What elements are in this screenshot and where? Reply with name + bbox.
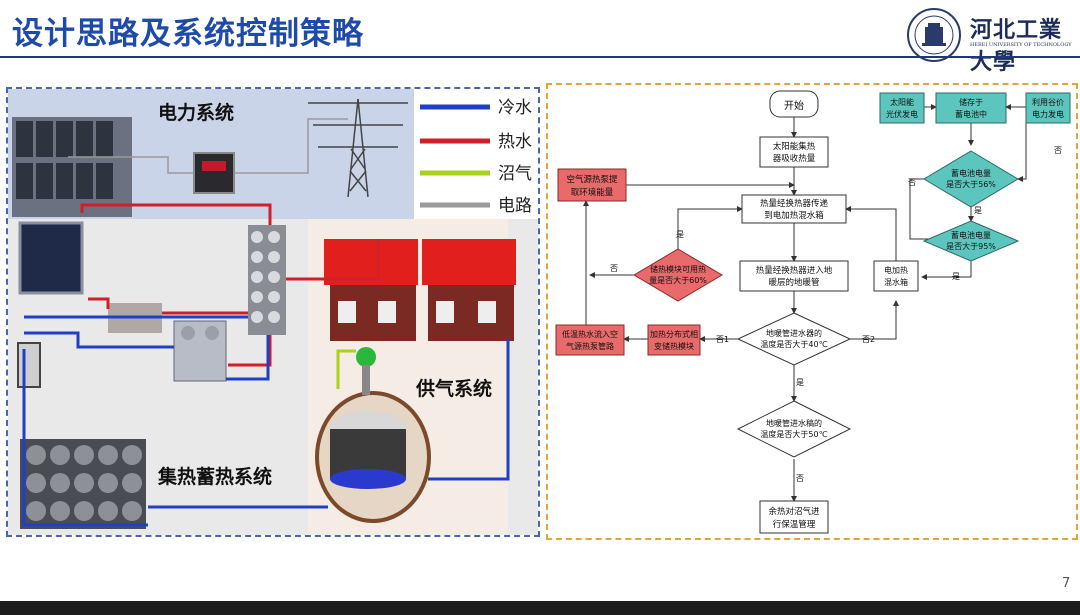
legend-cold-water-label: 冷水 (498, 98, 532, 118)
flow-store-line2: 蓄电池中 (955, 109, 987, 119)
flow-air-extract-line2: 取环境能量 (571, 187, 614, 198)
flow-floor-temp-line2: 温度是否大于40℃ (760, 339, 827, 349)
flow-air-extract-line1: 空气源热泵提 (566, 174, 618, 185)
flow-floor-temp50-line2: 温度是否大于50℃ (760, 429, 827, 439)
bottom-bar (0, 601, 1080, 615)
flow-store-line1: 储存于 (959, 97, 983, 107)
flow-pv-line2: 光伏发电 (886, 109, 918, 119)
biogas-digester-icon (315, 347, 431, 523)
flow-to-floor-line1: 热量经换热器进入地 (756, 265, 833, 276)
flow-valley-line2: 电力发电 (1032, 109, 1064, 119)
university-logo (906, 7, 962, 67)
legend-hot-water-label: 热水 (498, 132, 532, 152)
legend-biogas-label: 沼气 (498, 164, 532, 184)
flow-module-check-line1: 储热模块可用热 (650, 264, 706, 274)
flow-transfer-line2: 到电加热混水箱 (764, 210, 824, 221)
heat-storage-block-icon (20, 439, 146, 529)
title-divider (0, 56, 1080, 58)
heat-exchanger-icon (18, 221, 84, 295)
page-title: 设计思路及系统控制策略 (12, 16, 364, 52)
edge-label-yes-module: 是 (676, 230, 684, 239)
flow-pv-line1: 太阳能 (890, 97, 914, 107)
edge-label-no1: 否1 (716, 335, 729, 344)
flow-battery56-line2: 是否大于56% (946, 179, 996, 189)
edge-label-no-valley: 否 (1054, 146, 1062, 155)
flow-air-pipe-line1: 低温热水流入空 (562, 329, 618, 339)
heat-storage-label: 集热蓄热系统 (157, 465, 272, 488)
university-name: 河北工業大學 (970, 17, 1063, 75)
flow-transfer-line1: 热量经换热器传递 (760, 198, 829, 209)
flow-heat-module-line2: 变储热模块 (654, 341, 694, 351)
edge-label-no-floor50: 否 (796, 474, 804, 483)
solar-panel-array-icon (12, 117, 132, 217)
flow-heat-module-line1: 加热分布式相 (650, 329, 698, 339)
flow-module-check-line2: 量是否大于60% (649, 275, 707, 285)
flow-air-pipe-line2: 气源热泵管路 (566, 341, 614, 351)
control-device-icon (17, 342, 41, 388)
flow-waste-heat-line2: 行保温管理 (773, 519, 816, 530)
edge-label-yes-battery56: 是 (974, 206, 982, 215)
edge-label-no-battery56: 否 (908, 178, 916, 187)
flow-elec-tank-line2: 混水箱 (884, 277, 908, 287)
flow-collect-line1: 太阳能集热 (773, 141, 816, 152)
page-number: 7 (1062, 576, 1071, 591)
flow-collect-line2: 器吸收热量 (773, 153, 816, 164)
edge-label-yes-floor: 是 (796, 378, 804, 387)
flow-valley-line1: 利用谷价 (1032, 97, 1064, 107)
university-english-name: HEBEI UNIVERSITY OF TECHNOLOGY (970, 42, 1072, 48)
flow-battery95-line1: 蓄电池电量 (951, 230, 991, 240)
system-diagram-panel: 冷水 热水 沼气 电路 电力系统 供气系统 集热蓄热系统 (6, 87, 540, 537)
flow-battery95-line2: 是否大于95% (946, 241, 996, 251)
houses-icon (324, 239, 516, 341)
flow-floor-temp50-line1: 地暖管进水稿的 (766, 418, 822, 428)
flow-start: 开始 (784, 99, 804, 112)
power-system-label: 电力系统 (158, 101, 234, 124)
legend-circuit-label: 电路 (498, 196, 532, 216)
inverter-icon (193, 152, 235, 194)
flow-to-floor-line2: 暖层的地暖管 (768, 277, 819, 288)
control-flowchart-panel: 开始 太阳能集热 器吸收热量 热量经换热器传递 到电加热混水箱 热量经换热器进入… (546, 83, 1078, 540)
edge-label-no-module: 否 (610, 264, 618, 273)
flow-waste-heat-line1: 余热对沼气进 (768, 506, 820, 517)
flow-battery56-line1: 蓄电池电量 (951, 168, 991, 178)
edge-label-no2: 否2 (862, 335, 875, 344)
edge-label-yes-battery95: 是 (952, 272, 960, 281)
gas-supply-label: 供气系统 (415, 377, 492, 400)
flow-elec-tank-line1: 电加热 (884, 265, 908, 275)
flow-floor-temp-line1: 地暖管进水器的 (766, 328, 822, 338)
power-tower-icon (308, 98, 408, 198)
storage-tank-column-icon (248, 225, 286, 335)
